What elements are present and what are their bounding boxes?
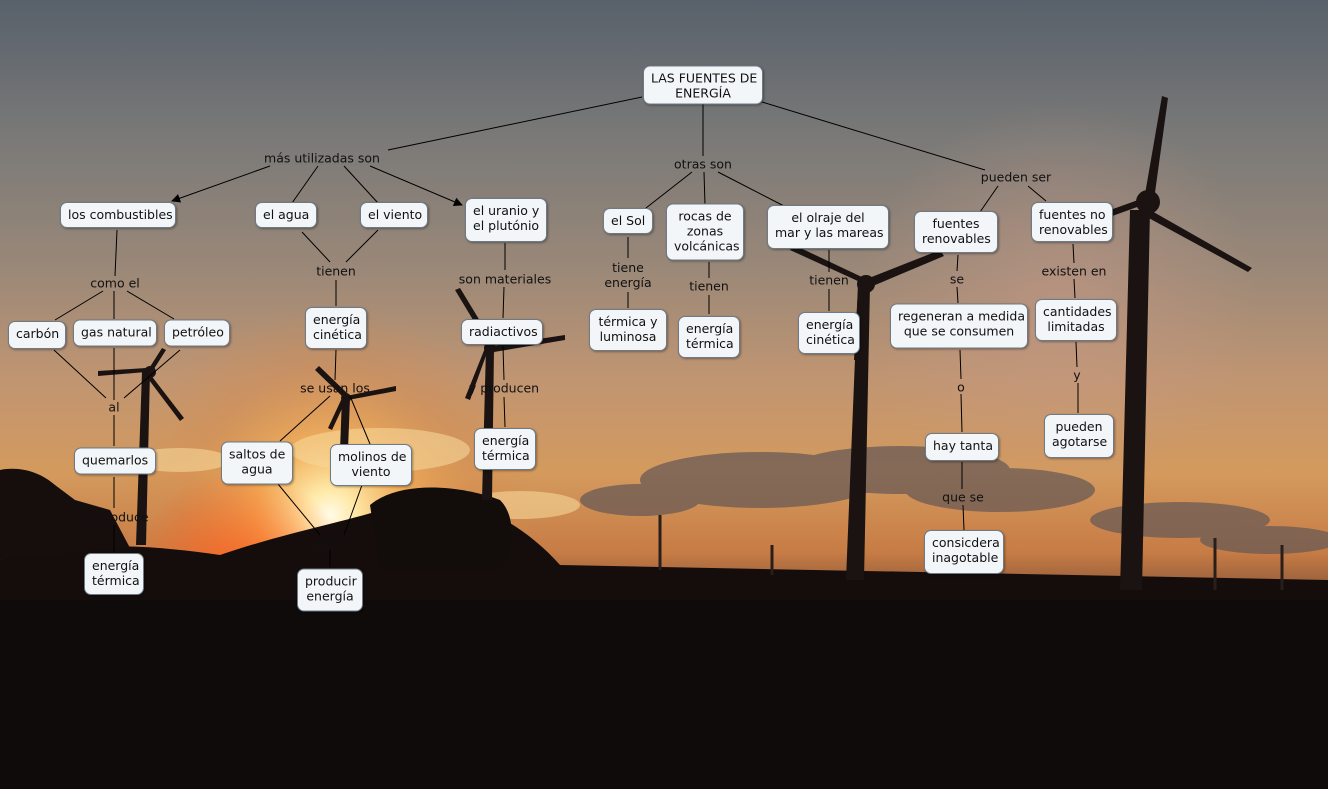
link bbox=[54, 290, 104, 321]
link-label-pueden-ser: pueden ser bbox=[980, 169, 1052, 185]
concept-saltos-de-agua[interactable]: saltos de agua bbox=[221, 441, 293, 485]
concept-uranio[interactable]: el uranio y el plutónio bbox=[465, 198, 547, 242]
concept-olraje[interactable]: el olraje del mar y las mareas bbox=[767, 205, 889, 249]
link bbox=[979, 185, 999, 213]
link bbox=[369, 165, 463, 206]
concept-viento[interactable]: el viento bbox=[360, 202, 428, 228]
link bbox=[502, 345, 505, 381]
concept-root[interactable]: LAS FUENTES DE ENERGÍA bbox=[643, 65, 763, 105]
concept-cantidades-limitadas[interactable]: cantidades limitadas bbox=[1035, 299, 1117, 341]
concept-renovables[interactable]: fuentes renovables bbox=[914, 211, 998, 253]
concept-considera-inagotable[interactable]: consicdera inagotable bbox=[924, 530, 1004, 574]
concept-energia-termica[interactable]: energía térmica bbox=[84, 553, 144, 595]
link-label-mas-utilizadas: más utilizadas son bbox=[264, 150, 380, 166]
concept-hay-tanta[interactable]: hay tanta bbox=[925, 433, 999, 461]
concept-rocas[interactable]: rocas de zonas volcánicas bbox=[666, 203, 744, 261]
link bbox=[343, 484, 363, 536]
link bbox=[291, 165, 319, 204]
concept-combustibles[interactable]: los combustibles bbox=[60, 202, 176, 228]
concept-producir-energia[interactable]: producir energía bbox=[297, 568, 363, 612]
link-label-se-usan-los: se usan los bbox=[300, 380, 370, 396]
link bbox=[114, 229, 118, 277]
link bbox=[1075, 341, 1078, 368]
link bbox=[343, 165, 379, 204]
link bbox=[761, 101, 986, 171]
link bbox=[334, 349, 337, 381]
link-label-que-se: que se bbox=[942, 489, 984, 505]
concept-energia-cinetica[interactable]: energía cinética bbox=[305, 307, 367, 349]
concept-termica-y-luminosa[interactable]: térmica y luminosa bbox=[589, 309, 667, 351]
link-label-son-materiales: son materiales bbox=[458, 271, 552, 287]
link bbox=[53, 349, 107, 399]
concept-agua[interactable]: el agua bbox=[255, 202, 317, 228]
link-label-como-el: como el bbox=[90, 275, 140, 291]
concept-energia-cinetica[interactable]: energía cinética bbox=[798, 312, 860, 354]
concept-radiactivos[interactable]: radiactivos bbox=[461, 319, 543, 345]
concept-energia-termica[interactable]: energía térmica bbox=[474, 428, 536, 470]
link-label-para: para bbox=[313, 535, 343, 551]
link bbox=[956, 254, 959, 272]
link bbox=[959, 349, 962, 380]
link-label-o: o bbox=[957, 379, 965, 395]
link bbox=[1073, 278, 1076, 299]
link bbox=[123, 349, 181, 399]
link bbox=[349, 395, 371, 445]
link-label-tienen: tienen bbox=[316, 263, 356, 279]
concept-carbon[interactable]: carbón bbox=[8, 321, 66, 349]
link bbox=[645, 171, 693, 209]
link bbox=[962, 504, 965, 531]
link bbox=[1027, 185, 1047, 202]
concept-molinos-de-viento[interactable]: molinos de viento bbox=[330, 444, 412, 486]
link bbox=[301, 231, 331, 263]
link-label-se: se bbox=[949, 271, 965, 287]
link-label-tienen: tienen bbox=[809, 272, 849, 288]
link bbox=[1072, 243, 1075, 264]
link bbox=[126, 290, 175, 320]
concept-sol[interactable]: el Sol bbox=[603, 208, 653, 234]
link bbox=[503, 396, 506, 428]
concept-pueden-agotarse[interactable]: pueden agotarse bbox=[1044, 414, 1114, 458]
concept-petroleo[interactable]: petróleo bbox=[164, 319, 230, 347]
concept-regeneran[interactable]: regeneran a medida que se consumen bbox=[890, 303, 1028, 349]
link bbox=[345, 229, 379, 263]
concept-no-renovables[interactable]: fuentes no renovables bbox=[1031, 202, 1113, 242]
concept-energia-termica[interactable]: energía térmica bbox=[678, 316, 740, 358]
link bbox=[703, 171, 706, 206]
link-label-tienen: tienen bbox=[689, 278, 729, 294]
link bbox=[960, 393, 963, 433]
link-label-y: y bbox=[1073, 367, 1081, 383]
link bbox=[502, 286, 505, 319]
link bbox=[277, 483, 321, 536]
concept-quemarlos[interactable]: quemarlos bbox=[74, 447, 156, 475]
link-label-existen-en: existen en bbox=[1041, 263, 1107, 279]
link bbox=[717, 171, 785, 207]
link-label-y-producen: y producen bbox=[468, 380, 540, 396]
link-label-al: al bbox=[108, 399, 120, 415]
link bbox=[171, 165, 271, 203]
link bbox=[387, 96, 643, 151]
link bbox=[279, 395, 331, 442]
link-label-se-produce: se produce bbox=[79, 509, 149, 525]
concept-gas-natural[interactable]: gas natural bbox=[73, 319, 157, 347]
link-label-tiene-energia: tiene energía bbox=[604, 260, 652, 290]
link-label-otras-son: otras son bbox=[674, 156, 732, 172]
link bbox=[956, 286, 959, 304]
